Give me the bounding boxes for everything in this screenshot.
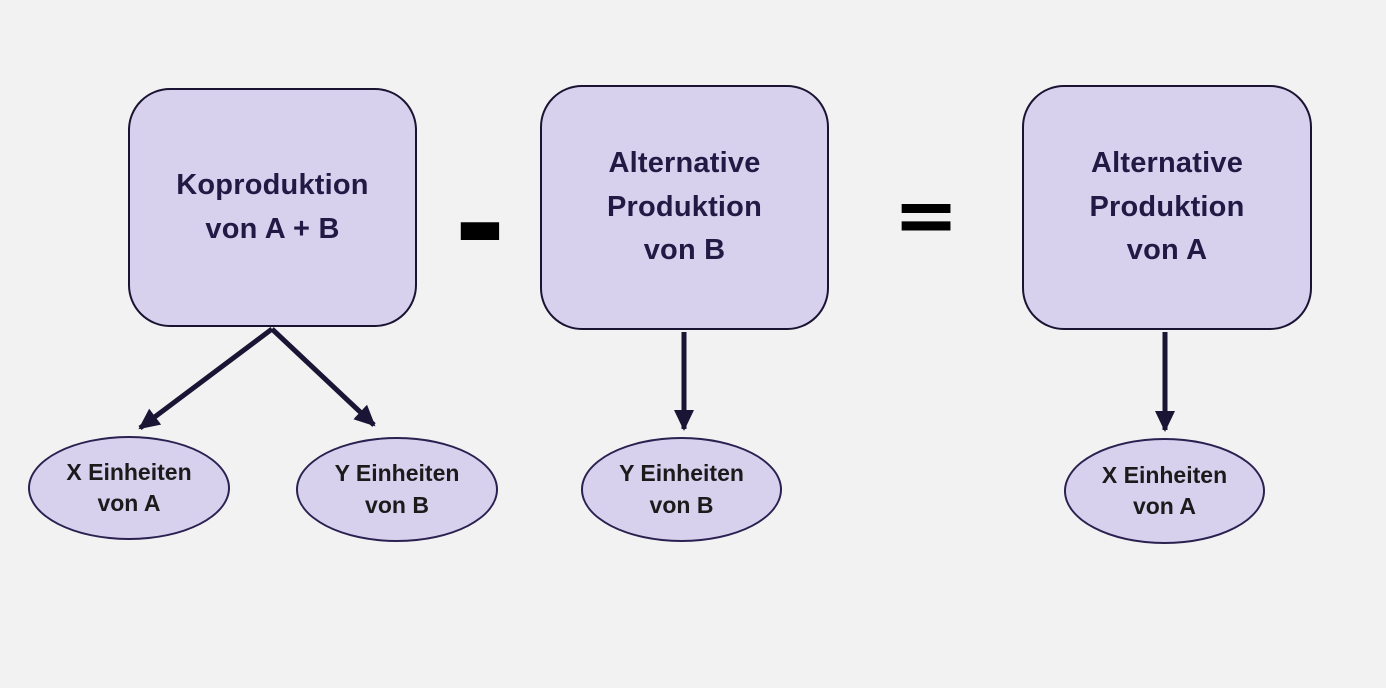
equals-operator: = — [893, 171, 959, 261]
node-koproduktion-von-a-b: Koproduktion von A + B — [128, 88, 417, 327]
ellipse-y-einheiten-von-b-mid: Y Einheiten von B — [581, 437, 782, 542]
ellipse-x-einheiten-von-a-right: X Einheiten von A — [1064, 438, 1265, 544]
ellipse-x-einheiten-von-a-left: X Einheiten von A — [28, 436, 230, 540]
ellipse-x-einheiten-a-left-label: X Einheiten von A — [66, 458, 192, 516]
node-alternative-produktion-von-b: Alternative Produktion von B — [540, 85, 829, 330]
ellipse-y-einheiten-b-left-label: Y Einheiten von B — [334, 460, 460, 518]
arrow-koproduktion-to-x-einheiten-a — [138, 327, 274, 430]
ellipse-x-einheiten-a-right-label: X Einheiten von A — [1101, 461, 1228, 519]
node-alt-produktion-b-label: Alternative Produktion von B — [606, 147, 763, 267]
ellipse-y-einheiten-von-b-left: Y Einheiten von B — [296, 437, 498, 542]
ellipse-y-einheiten-b-mid-label: Y Einheiten von B — [619, 460, 744, 518]
node-koproduktion-label: Koproduktion von A + B — [176, 169, 369, 245]
node-alt-produktion-a-label: Alternative Produktion von A — [1089, 147, 1245, 267]
minus-operator: - — [454, 151, 506, 297]
node-alternative-produktion-von-a: Alternative Produktion von A — [1022, 85, 1312, 330]
arrow-koproduktion-to-y-einheiten-b — [270, 327, 376, 427]
